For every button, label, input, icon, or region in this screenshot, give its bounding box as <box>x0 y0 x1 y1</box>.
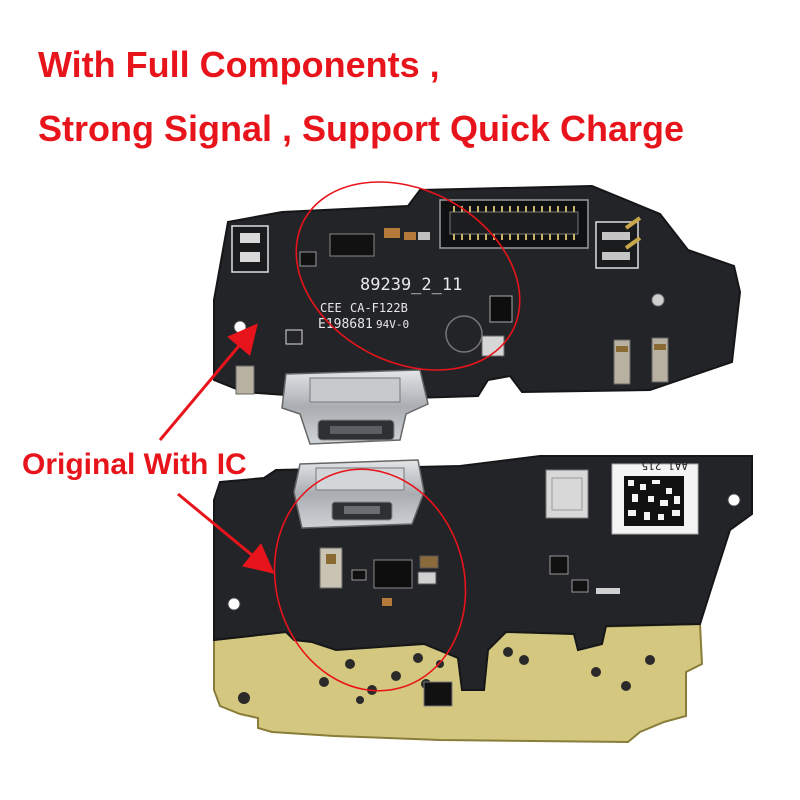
arrow-to-bottom-ic <box>177 492 275 574</box>
barcode-label: AA1 215 <box>611 459 699 535</box>
label-code: AA1 215 <box>642 459 688 472</box>
ic-chip <box>373 559 413 589</box>
mounting-hole <box>727 493 741 507</box>
highlight-ellipse-bottom <box>273 468 467 692</box>
arrow-to-top-ic <box>158 323 258 441</box>
callout-label: Original With IC <box>22 448 247 481</box>
highlight-ellipse-top <box>295 181 521 371</box>
ul-code: E198681 <box>318 317 373 332</box>
spring-contact <box>319 547 343 589</box>
board-to-board-connector <box>439 199 589 249</box>
mounting-hole <box>227 597 241 611</box>
micro-usb-port <box>281 369 429 445</box>
mounting-hole <box>233 320 247 334</box>
headline-line-1: With Full Components , <box>38 44 440 85</box>
ic-chip <box>423 681 453 707</box>
headline-line-2: Strong Signal , Support Quick Charge <box>38 108 685 149</box>
micro-usb-port <box>293 459 425 529</box>
bottom-board: AA1 215 <box>213 455 753 744</box>
flammability-rating: 94V-0 <box>376 318 409 331</box>
part-number: 89239_2_11 <box>360 275 462 295</box>
cert-mark: CEE <box>320 301 342 315</box>
spring-contact <box>595 216 642 269</box>
top-board: 89239_2_11 CEE CA-F122B E198681 94V-0 <box>213 184 742 445</box>
model-mark: CA-F122B <box>350 301 408 315</box>
